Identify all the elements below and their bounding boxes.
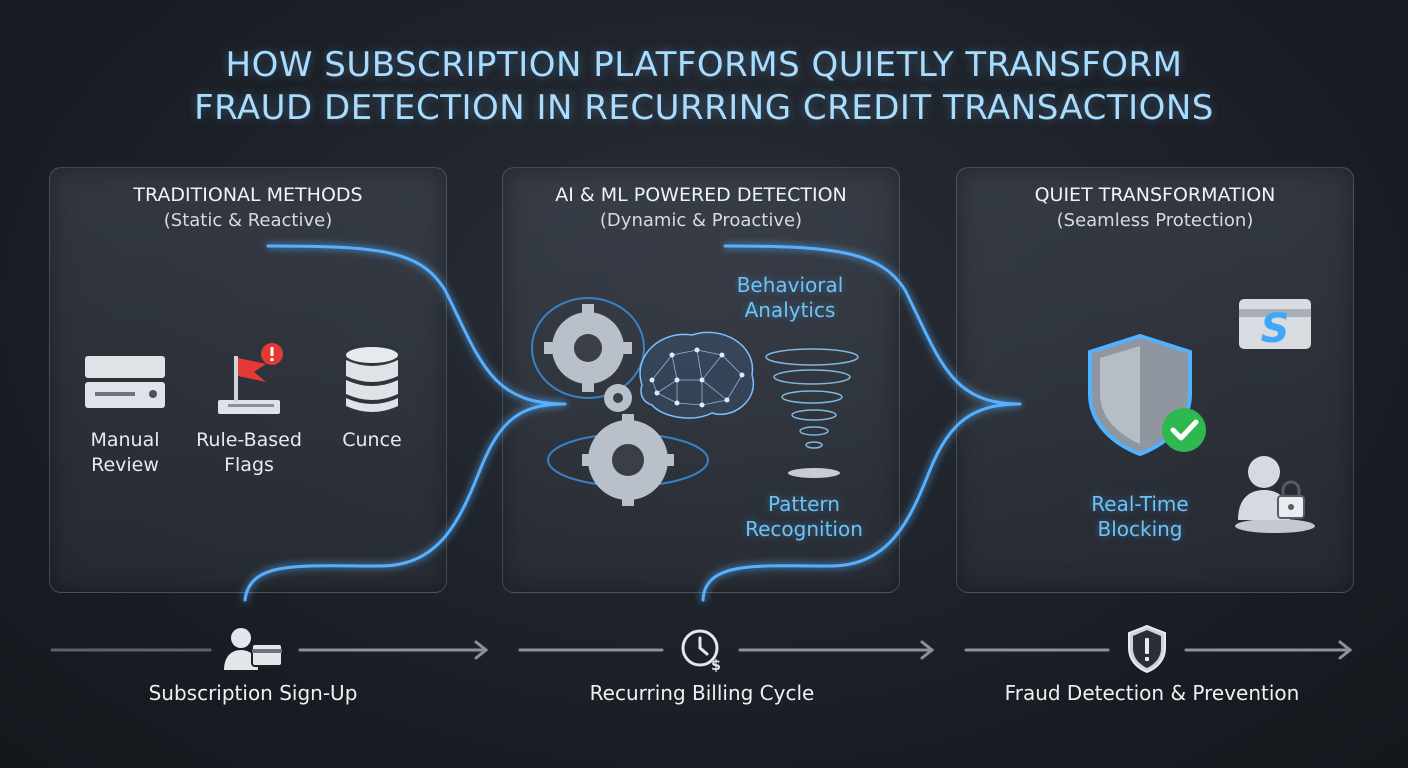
panel-title: AI & ML POWERED DETECTION bbox=[555, 184, 847, 206]
label-pattern-recognition: Pattern Recognition bbox=[720, 492, 888, 542]
label-line: Analytics bbox=[744, 298, 836, 322]
item-label-line: Review bbox=[91, 454, 159, 476]
shield-check-icon bbox=[1088, 333, 1206, 457]
user-card-icon bbox=[224, 628, 283, 670]
shield-alert-icon bbox=[1128, 624, 1166, 674]
item-rule-based-flags: Rule-Based Flags bbox=[183, 428, 315, 478]
panel-title: QUIET TRANSFORMATION bbox=[1034, 184, 1276, 206]
label-line: Pattern bbox=[768, 492, 840, 516]
clock-dollar-icon: $ bbox=[681, 629, 721, 672]
label-line: Behavioral bbox=[736, 273, 844, 297]
flow-label-billing: Recurring Billing Cycle bbox=[589, 681, 815, 705]
title-line-2: FRAUD DETECTION IN RECURRING CREDIT TRAN… bbox=[194, 88, 1214, 128]
label-behavioral-analytics: Behavioral Analytics bbox=[715, 273, 865, 323]
flow-label-signup: Subscription Sign-Up bbox=[148, 681, 358, 705]
flow-label-fraud: Fraud Detection & Prevention bbox=[1004, 681, 1300, 705]
label-line: Recognition bbox=[745, 517, 863, 541]
neural-brain-icon bbox=[639, 331, 755, 419]
curve-bottom-left bbox=[243, 402, 567, 602]
item-manual-review: Manual Review bbox=[75, 428, 175, 478]
curve-top-mid bbox=[723, 244, 1022, 406]
flag-alert-icon bbox=[218, 343, 283, 414]
gears-icon bbox=[531, 297, 709, 506]
user-lock-icon bbox=[1235, 456, 1315, 533]
pattern-vortex-icon bbox=[765, 348, 859, 478]
panel-subtitle: (Static & Reactive) bbox=[163, 210, 333, 231]
panel-subtitle: (Seamless Protection) bbox=[1056, 210, 1254, 231]
svg-text:S: S bbox=[1261, 306, 1290, 351]
database-icon bbox=[346, 347, 398, 412]
item-label-line: Flags bbox=[224, 454, 274, 476]
server-icon bbox=[85, 356, 165, 408]
label-real-time-blocking: Real-Time Blocking bbox=[1070, 492, 1210, 542]
item-label-line: Rule-Based bbox=[196, 429, 302, 451]
curve-bottom-mid bbox=[701, 402, 1022, 602]
item-label-line: Manual bbox=[90, 429, 160, 451]
panel-title: TRADITIONAL METHODS bbox=[133, 184, 363, 206]
curve-top-left bbox=[266, 244, 567, 406]
title-line-1: HOW SUBSCRIPTION PLATFORMS QUIETLY TRANS… bbox=[225, 45, 1183, 85]
page-title: HOW SUBSCRIPTION PLATFORMS QUIETLY TRANS… bbox=[0, 44, 1408, 130]
item-cunce: Cunce bbox=[322, 428, 422, 453]
panel-subtitle: (Dynamic & Proactive) bbox=[599, 210, 803, 231]
label-line: Real-Time bbox=[1091, 492, 1189, 516]
item-label-line: Cunce bbox=[342, 429, 402, 451]
payment-card-icon: S bbox=[1239, 299, 1311, 351]
label-line: Blocking bbox=[1097, 517, 1183, 541]
svg-text:$: $ bbox=[711, 658, 721, 672]
